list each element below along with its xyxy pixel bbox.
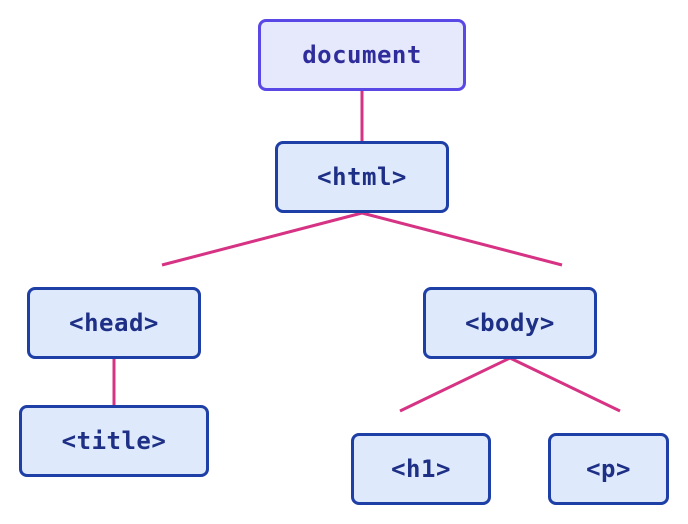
- edge-body-p: [509, 356, 621, 413]
- node-title: <title>: [19, 405, 209, 477]
- node-head: <head>: [27, 287, 201, 359]
- node-document: document: [258, 19, 466, 91]
- node-html: <html>: [275, 141, 449, 213]
- edge-html-head: [161, 211, 363, 267]
- node-body: <body>: [423, 287, 597, 359]
- node-p: <p>: [548, 433, 669, 505]
- edge-body-h1: [399, 356, 511, 413]
- edge-html-body: [361, 211, 563, 267]
- node-h1: <h1>: [351, 433, 491, 505]
